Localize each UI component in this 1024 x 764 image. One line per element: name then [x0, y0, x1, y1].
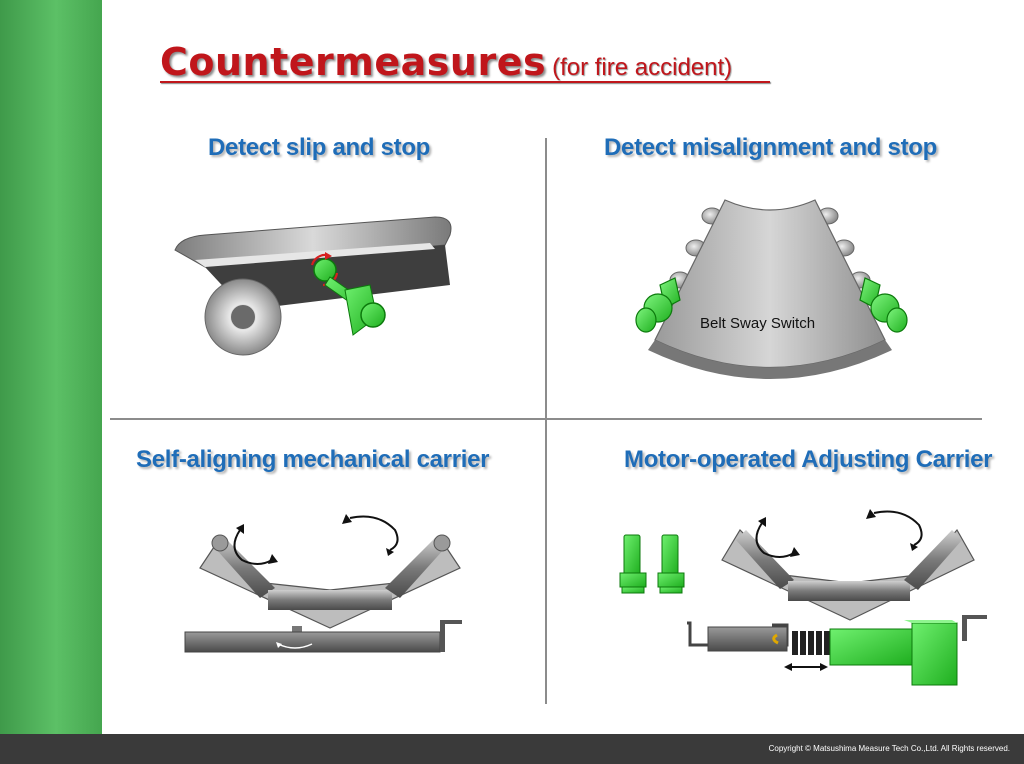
vertical-divider	[545, 138, 547, 704]
belt-sway-switch-illustration: Belt Sway Switch	[630, 190, 915, 400]
slide-title-sub: (for fire accident)	[552, 54, 733, 81]
rotation-arrow-icon	[233, 515, 399, 565]
heading-detect-misalignment: Detect misalignment and stop	[604, 134, 937, 161]
title-underline	[160, 81, 770, 83]
slip-detector-illustration	[165, 205, 465, 365]
motor-adjusting-carrier-illustration	[612, 505, 987, 695]
copyright-text: Copyright © Matsushima Measure Tech Co.,…	[768, 744, 1010, 753]
heading-motor-operated: Motor-operated Adjusting Carrier	[624, 446, 993, 473]
heading-detect-slip: Detect slip and stop	[208, 134, 431, 161]
footer-bar: Copyright © Matsushima Measure Tech Co.,…	[0, 734, 1024, 764]
rotation-arrow-icon	[755, 510, 923, 558]
horizontal-divider	[110, 418, 982, 420]
green-sidebar	[0, 0, 102, 734]
self-aligning-carrier-illustration	[180, 508, 480, 668]
slide-title-main: Countermeasures	[160, 40, 547, 84]
slide-title: Countermeasures(for fire accident)	[160, 40, 732, 84]
heading-self-aligning: Self-aligning mechanical carrier	[136, 446, 490, 473]
belt-sway-switch-label: Belt Sway Switch	[700, 315, 815, 332]
